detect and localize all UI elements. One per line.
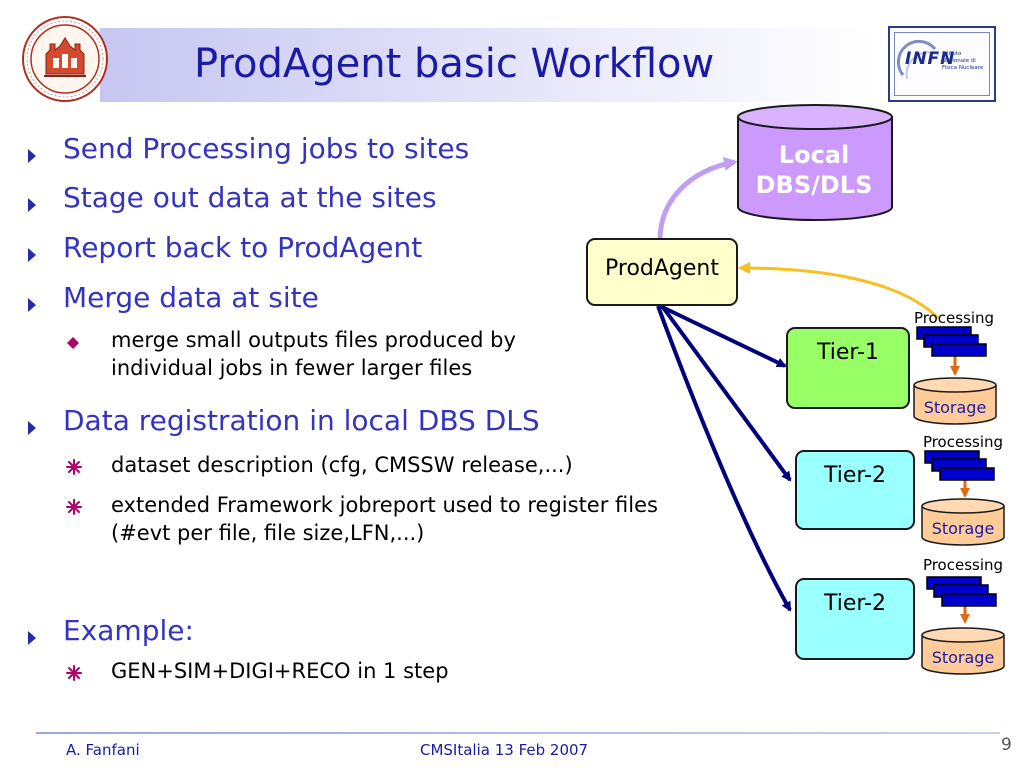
- sub-bullet-merge-small: merge small outputs files produced by in…: [111, 328, 516, 381]
- storage-cylinder-icon: [913, 377, 997, 425]
- storage-label-1: Storage: [923, 398, 987, 417]
- prodagent-label: ProdAgent: [605, 256, 719, 281]
- tier2b-box: [795, 578, 915, 660]
- tier1-label: Tier-1: [817, 340, 879, 365]
- infn-logo-frame: INFN Istituto Nazionale di Fisica Nuclea…: [894, 32, 990, 96]
- arrow-report-back: [738, 262, 940, 320]
- processing-jobs-icon: [926, 576, 997, 607]
- processing-label-1: Processing: [913, 309, 995, 327]
- footer-page-number: 9: [1001, 735, 1012, 755]
- tier1-box: [786, 327, 910, 409]
- processing-jobs-icon: [916, 326, 987, 357]
- star-bullet-icon: [66, 459, 82, 478]
- processing-label-2: Processing: [922, 433, 1004, 451]
- dbs-label-line1: Local: [778, 141, 850, 169]
- sub-bullet-gen-sim-digi-reco: GEN+SIM+DIGI+RECO in 1 step: [111, 659, 449, 683]
- storage-label-2: Storage: [931, 519, 995, 538]
- arrow-prodagent-to-dbs: [657, 157, 738, 241]
- diamond-bullet-icon: [66, 336, 80, 353]
- bullet-arrow-icon: [26, 291, 38, 319]
- bullet-arrow-icon: [26, 241, 38, 269]
- dbs-label-line2: DBS/DLS: [755, 171, 873, 199]
- processing-label-3: Processing: [922, 556, 1004, 574]
- tier2a-label: Tier-2: [824, 463, 886, 488]
- infn-logo: INFN Istituto Nazionale di Fisica Nuclea…: [888, 26, 996, 102]
- footer-author: A. Fanfani: [66, 741, 140, 759]
- bullet-arrow-icon: [26, 414, 38, 442]
- tier2a-box: [795, 450, 915, 530]
- slide-title: ProdAgent basic Workflow: [194, 41, 715, 87]
- bullet-arrow-icon: [26, 624, 38, 652]
- sub-bullet-dataset-description: dataset description (cfg, CMSSW release,…: [111, 453, 573, 477]
- sub-bullet-extended-jobreport: extended Framework jobreport used to reg…: [111, 493, 658, 546]
- bullet-merge-data: Merge data at site: [63, 281, 319, 314]
- footer-event: CMSItalia 13 Feb 2007: [420, 741, 589, 759]
- bullet-arrow-icon: [26, 191, 38, 219]
- bullet-send-processing: Send Processing jobs to sites: [63, 132, 470, 165]
- dbs-label: Local DBS/DLS: [736, 140, 892, 200]
- tier2b-label: Tier-2: [824, 591, 886, 616]
- arrow-to-tier1: [659, 304, 787, 368]
- title-band: [100, 28, 878, 102]
- bullet-stage-out: Stage out data at the sites: [63, 181, 437, 214]
- star-bullet-icon: [66, 499, 82, 518]
- arrow-to-tier2b: [656, 305, 792, 612]
- infn-arc-icon: [897, 39, 940, 80]
- processing-jobs-icon: [924, 450, 995, 481]
- bullet-data-registration: Data registration in local DBS DLS: [63, 404, 540, 437]
- infn-subtext: Istituto Nazionale di Fisica Nucleare: [942, 51, 984, 72]
- storage-cylinder-icon: [921, 627, 1005, 675]
- arrow-to-tier2a: [660, 304, 792, 482]
- bullet-report-back: Report back to ProdAgent: [63, 231, 423, 264]
- bullet-example: Example:: [63, 614, 194, 647]
- footer-divider: [36, 732, 1000, 734]
- dbs-cylinder-icon: [737, 104, 893, 221]
- star-bullet-icon: [66, 665, 82, 684]
- storage-label-3: Storage: [931, 648, 995, 667]
- storage-cylinder-icon: [921, 498, 1005, 546]
- university-seal-logo: [20, 14, 110, 104]
- infn-wordmark: INFN: [905, 49, 956, 69]
- bullet-arrow-icon: [26, 142, 38, 170]
- prodagent-box: [586, 238, 738, 306]
